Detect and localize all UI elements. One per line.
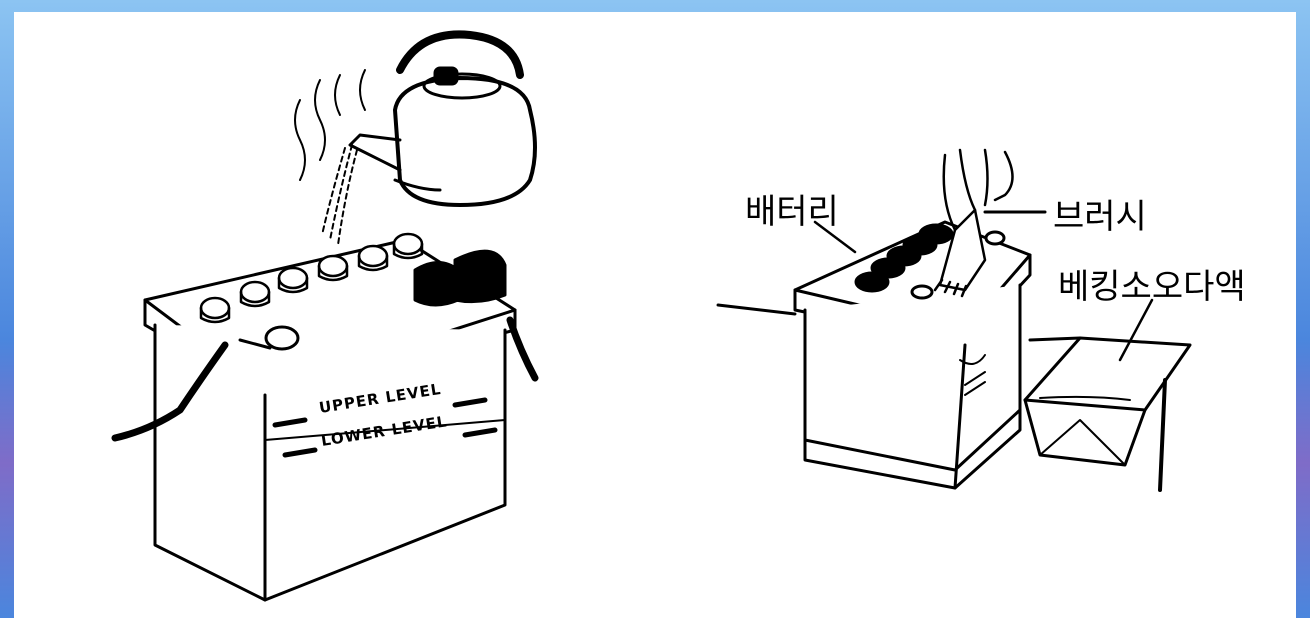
pouring-water — [322, 145, 357, 245]
battery-label: 배터리 — [745, 192, 839, 232]
brush-label: 브러시 — [1053, 197, 1147, 237]
kettle — [350, 34, 535, 205]
left-illustration — [115, 34, 535, 600]
right-battery-body — [805, 285, 1020, 488]
baking-soda-tray — [1025, 338, 1190, 490]
baking-soda-label: 베킹소오다액 — [1058, 267, 1246, 307]
